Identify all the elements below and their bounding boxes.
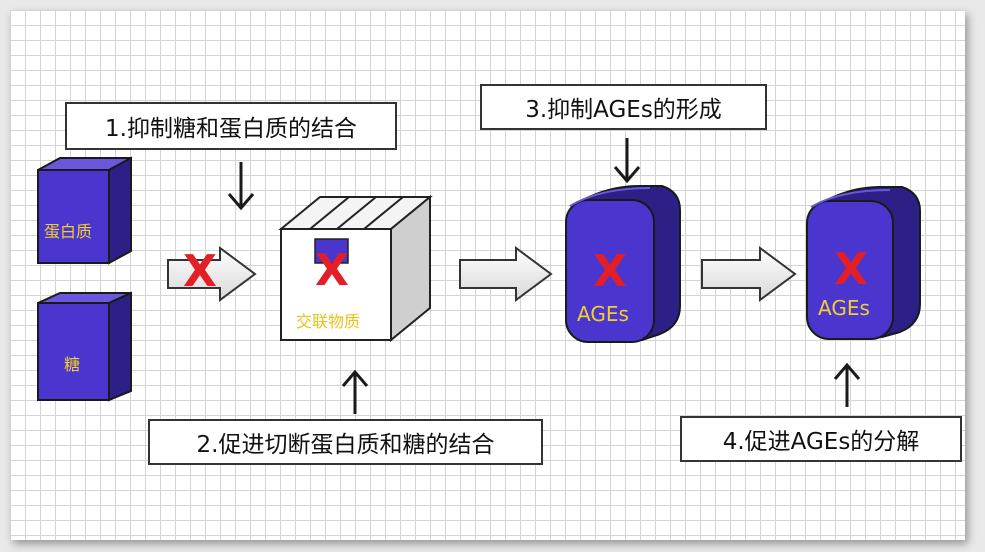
step4-label: 4.促进AGEs的分解 — [680, 416, 962, 462]
cross-mark-combine: X — [183, 246, 217, 297]
protein-text: 蛋白质 — [44, 222, 93, 241]
arrow-up-step2 — [341, 369, 369, 414]
diagram-drawing — [37, 138, 921, 414]
arrow-up-step4 — [833, 362, 861, 407]
step1-label: 1.抑制糖和蛋白质的结合 — [65, 102, 397, 150]
arrow-down-step1 — [227, 162, 255, 211]
ages-block-b — [806, 186, 921, 340]
crosslink-text: 交联物质 — [296, 312, 361, 331]
diagram-canvas: 1.抑制糖和蛋白质的结合 3.抑制AGEs的形成 2.促进切断蛋白质和糖的结合 … — [10, 10, 965, 540]
crosslink-box — [278, 194, 433, 343]
cross-mark-ages-b: X — [834, 244, 868, 295]
ages-text-a: AGEs — [577, 302, 629, 326]
sugar-cube — [37, 291, 132, 402]
protein-cube — [37, 156, 132, 265]
ages-block-a — [565, 185, 681, 343]
arrow-to-decompose — [701, 246, 797, 302]
ages-text-b: AGEs — [818, 296, 870, 320]
sugar-text: 糖 — [64, 355, 81, 374]
cross-mark-ages-a: X — [593, 246, 627, 297]
cross-mark-crosslink: X — [315, 245, 349, 296]
arrow-down-step3 — [613, 138, 641, 184]
arrow-to-ages — [459, 246, 553, 302]
step3-label: 3.抑制AGEs的形成 — [480, 84, 767, 130]
step2-label: 2.促进切断蛋白质和糖的结合 — [148, 419, 543, 465]
arrow-combine — [167, 246, 257, 302]
